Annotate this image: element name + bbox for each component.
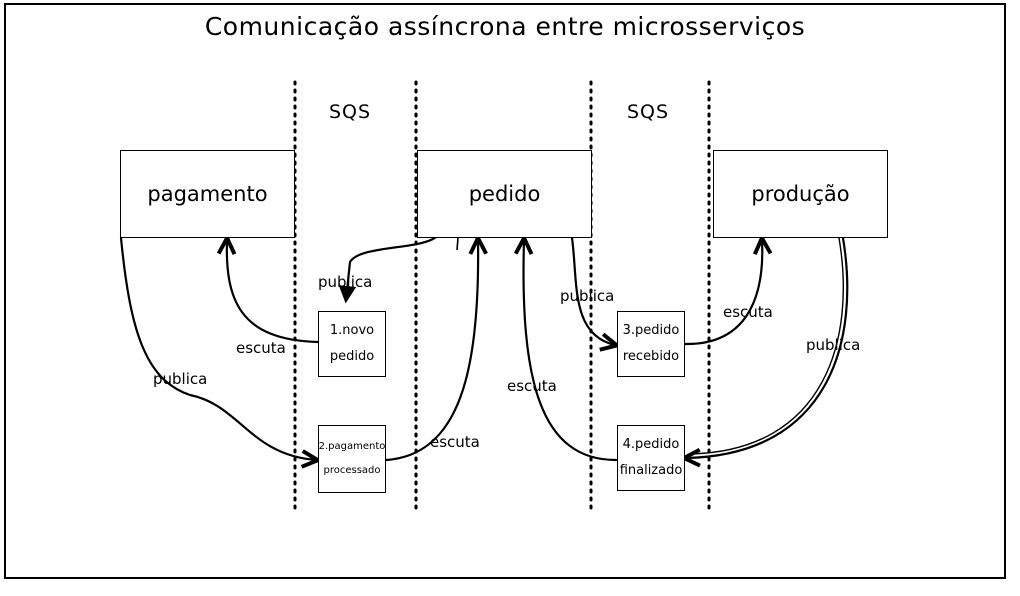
arrow-producao-to-pedido-finalizado	[686, 236, 849, 458]
service-pagamento-label: pagamento	[147, 182, 268, 206]
arrow-pagamento-to-pagamento-processado	[119, 236, 316, 460]
edge-label-publica-novo-pedido: publica	[318, 273, 373, 291]
arrow-pedido-finalizado-to-pedido	[524, 240, 618, 462]
edge-label-publica-pagamento: publica	[153, 370, 208, 388]
queue-label-sqs-2: SQS	[627, 101, 670, 123]
diagram-canvas	[4, 3, 1006, 579]
tick-mark	[456, 237, 459, 251]
diagram-title: Comunicação assíncrona entre microsservi…	[204, 12, 806, 41]
message-pedido-finalizado-line1: 4.pedido	[622, 437, 680, 452]
message-novo-pedido[interactable]: 1.novo pedido	[318, 311, 386, 377]
message-pedido-recebido[interactable]: 3.pedido recebido	[617, 311, 685, 377]
message-pedido-recebido-line1: 3.pedido	[622, 323, 680, 338]
message-pedido-finalizado-line2: finalizado	[619, 463, 683, 478]
arrow-pagamento-processado-to-pedido	[384, 240, 478, 462]
queue-label-sqs-1: SQS	[329, 101, 372, 123]
arrow-producao-to-pedido-finalizado-shadow	[689, 237, 845, 455]
message-pedido-finalizado[interactable]: 4.pedido finalizado	[617, 425, 685, 491]
service-pagamento[interactable]: pagamento	[120, 150, 295, 238]
edge-label-escuta-producao: escuta	[723, 303, 773, 321]
edge-label-escuta-pedido-finalizado: escuta	[507, 377, 557, 395]
arrow-pedido-recebido-to-producao	[683, 240, 762, 346]
message-novo-pedido-line1: 1.novo	[329, 323, 375, 338]
edge-label-publica-pedido-recebido: publica	[560, 287, 615, 305]
message-novo-pedido-line2: pedido	[329, 349, 375, 364]
arrow-novo-pedido-to-pagamento	[227, 240, 320, 344]
message-pagamento-processado-line2: processado	[323, 465, 381, 476]
edge-label-publica-producao: publica	[806, 336, 861, 354]
arrow-pedido-to-novo-pedido	[338, 235, 438, 304]
arrow-pedido-to-pedido-recebido	[570, 236, 615, 345]
service-pedido-label: pedido	[468, 182, 541, 206]
edge-label-escuta-pedido-pagamento: escuta	[430, 433, 480, 451]
edge-label-escuta-pagamento: escuta	[236, 339, 286, 357]
message-pedido-recebido-line2: recebido	[622, 349, 680, 364]
message-pagamento-processado[interactable]: 2.pagamento processado	[318, 425, 386, 493]
service-producao-label: produção	[751, 182, 850, 206]
message-pagamento-processado-line1: 2.pagamento	[318, 441, 386, 452]
service-producao[interactable]: produção	[713, 150, 888, 238]
service-pedido[interactable]: pedido	[417, 150, 592, 238]
